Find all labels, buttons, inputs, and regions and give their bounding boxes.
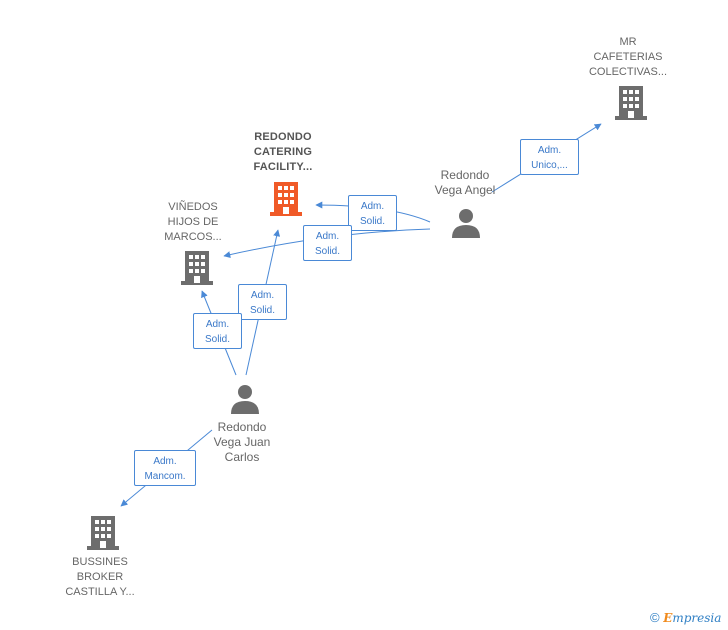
building-icon[interactable] (270, 182, 302, 216)
edge-label-line: Solid. (359, 216, 385, 227)
edge-label-juan-to-catering[interactable]: Adm. Solid. (238, 284, 287, 320)
label-line: BROKER (76, 571, 124, 583)
building-icon[interactable] (87, 516, 119, 550)
empresia-logo-text: mpresia (672, 611, 722, 625)
label-line: Redondo (217, 420, 267, 434)
edge-label-line: Adm. (153, 456, 177, 467)
label-line: VIÑEDOS (168, 201, 218, 213)
edge-label-line: Adm. (205, 319, 230, 330)
edge-label-line: Adm. (315, 231, 340, 242)
edge-label-line: Adm. (537, 145, 562, 156)
label-line: BUSSINES (72, 556, 128, 568)
label-line: Redondo (440, 168, 490, 182)
label-line: MARCOS... (164, 231, 222, 243)
label-line: Vega Juan (213, 435, 271, 449)
edge-label-angel-to-catering[interactable]: Adm. Solid. (348, 195, 397, 231)
company-label-mr-cafeterias[interactable]: MR CAFETERIAS COLECTIVAS... (578, 35, 678, 80)
person-label-redondo-vega-juan-carlos[interactable]: Redondo Vega Juan Carlos (192, 420, 292, 465)
edge-label-line: Adm. (250, 290, 275, 301)
footer-brand: © Empresia (650, 610, 721, 625)
label-line: Vega Angel (434, 183, 496, 197)
person-icon[interactable] (451, 208, 481, 238)
edge-label-juan-to-bussines[interactable]: Adm. Mancom. (134, 450, 196, 486)
building-icon[interactable] (181, 251, 213, 285)
edge-label-juan-to-vinedos[interactable]: Adm. Solid. (193, 313, 242, 349)
label-line: CASTILLA Y... (65, 586, 135, 598)
label-line: MR (619, 36, 637, 48)
label-line: COLECTIVAS... (588, 66, 668, 78)
company-label-bussines-broker[interactable]: BUSSINES BROKER CASTILLA Y... (50, 555, 150, 600)
label-line: CAFETERIAS (593, 51, 663, 63)
edge-label-line: Adm. (360, 201, 385, 212)
label-line: REDONDO (254, 131, 312, 143)
edge-label-angel-to-mr[interactable]: Adm. Unico,... (520, 139, 579, 175)
edge-label-line: Unico,... (531, 160, 568, 171)
edge-label-line: Solid. (204, 334, 230, 345)
edge-label-line: Solid. (314, 246, 340, 257)
company-label-redondo-catering[interactable]: REDONDO CATERING FACILITY... (233, 130, 333, 175)
empresia-logo: Empresia (663, 611, 721, 625)
edge-label-angel-to-vinedos[interactable]: Adm. Solid. (303, 225, 352, 261)
label-line: Carlos (224, 450, 260, 464)
label-line: FACILITY... (253, 161, 313, 173)
empresia-logo-e: E (663, 611, 673, 625)
person-label-redondo-vega-angel[interactable]: Redondo Vega Angel (415, 168, 515, 198)
company-label-vinedos[interactable]: VIÑEDOS HIJOS DE MARCOS... (143, 200, 243, 245)
label-line: CATERING (253, 146, 313, 158)
copyright-symbol: © (650, 610, 660, 625)
edge-label-line: Mancom. (144, 471, 186, 482)
person-icon[interactable] (230, 384, 260, 414)
building-icon[interactable] (615, 86, 647, 120)
label-line: HIJOS DE (167, 216, 219, 228)
edge-label-line: Solid. (249, 305, 275, 316)
